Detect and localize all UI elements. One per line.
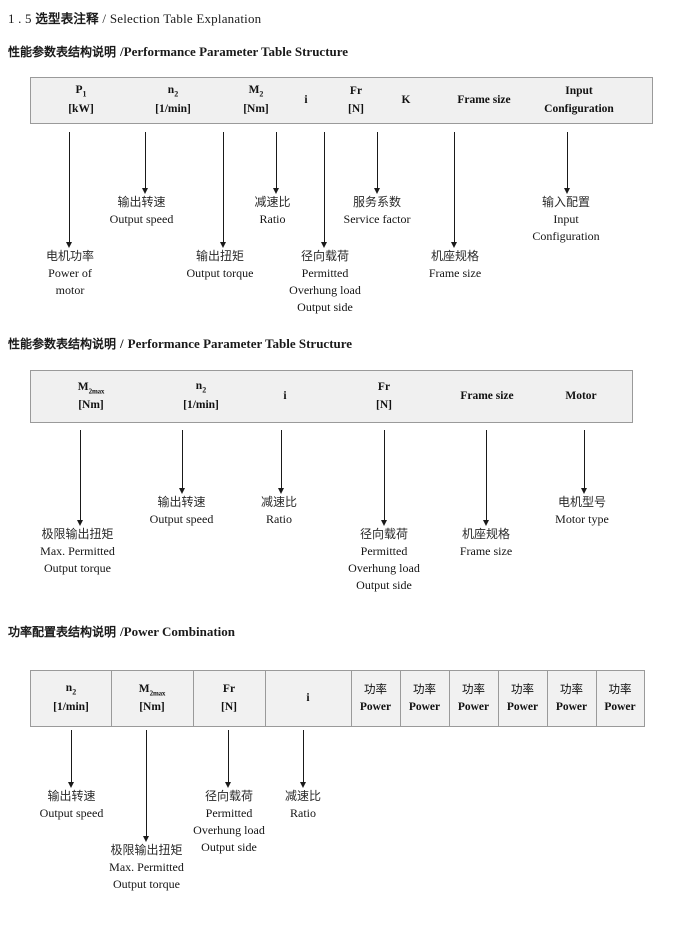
section-heading-power-combination: 功率配置表结构说明 /Power Combination: [8, 623, 235, 641]
annotation-output-torque: 输出扭矩 Output torque: [186, 249, 254, 281]
annotation-input-configuration: 输入配置 Input Configuration: [532, 195, 600, 244]
table1-col-i: i: [304, 93, 308, 106]
table1-col-p1: P1 [kW]: [68, 84, 94, 115]
arrow-to-frame-size-2: [482, 430, 491, 526]
arrow-to-output-torque: [219, 132, 228, 248]
table1-col-frame-size: Frame size: [457, 93, 511, 106]
table2-col-frame-size: Frame size: [460, 389, 514, 402]
section-heading-performance-2: 性能参数表结构说明 / Performance Parameter Table …: [8, 335, 352, 353]
table1-col-k: K: [401, 93, 411, 106]
arrow-to-ratio: [272, 132, 281, 194]
table3-col-power-4: 功率 Power: [506, 681, 539, 713]
table2-col-n2: n2 [1/min]: [183, 380, 219, 411]
arrow-to-permitted-overhung-load: [320, 132, 329, 248]
heading-en: Performance Parameter Table Structure: [123, 44, 349, 59]
annotation-max-permitted-output-torque-3: 极限输出扭矩 Max. Permitted Output torque: [109, 843, 184, 892]
annotation-ratio: 减速比 Ratio: [254, 195, 291, 227]
table1-col-fr: Fr [N]: [348, 84, 364, 115]
section-title-cn: 选型表注释: [35, 11, 99, 26]
table1-col-input-configuration: Input Configuration: [544, 84, 614, 115]
arrow-to-permitted-overhung-load-2: [380, 430, 389, 526]
table3-col-m2max: M2max [Nm]: [138, 682, 166, 713]
table3-col-power-5: 功率 Power: [555, 681, 588, 713]
annotation-output-speed: 输出转速 Output speed: [109, 195, 174, 227]
power-combination-table: n2 [1/min] M2max [Nm] Fr [N] i 功率 Power …: [30, 670, 645, 727]
annotation-output-speed-2: 输出转速 Output speed: [149, 495, 214, 527]
heading-sep: /: [120, 336, 124, 351]
arrow-to-frame-size: [450, 132, 459, 248]
table3-col-power-2: 功率 Power: [408, 681, 441, 713]
heading-cn: 功率配置表结构说明: [8, 625, 117, 639]
annotation-output-speed-3: 输出转速 Output speed: [39, 789, 104, 821]
table3-col-power-6: 功率 Power: [604, 681, 636, 713]
performance-parameter-table-1: P1 [kW] n2 [1/min] M2 [Nm] i Fr [N] K Fr…: [30, 77, 653, 124]
arrow-to-permitted-overhung-load-3: [224, 730, 233, 788]
arrow-to-output-speed-3: [67, 730, 76, 788]
heading-en: Power Combination: [123, 624, 235, 639]
table3-col-fr: Fr [N]: [221, 682, 237, 713]
table2-col-i: i: [283, 389, 287, 402]
arrow-to-max-permitted-output-torque: [76, 430, 85, 526]
table2-col-motor: Motor: [565, 389, 597, 402]
table2-col-m2max: M2max [Nm]: [77, 380, 105, 411]
arrow-to-output-speed-2: [178, 430, 187, 494]
heading-en: Performance Parameter Table Structure: [127, 336, 353, 351]
annotation-frame-size-2: 机座规格 Frame size: [459, 527, 513, 559]
arrow-to-input-configuration: [563, 132, 572, 194]
arrow-to-motor-type: [580, 430, 589, 494]
arrow-to-ratio-3: [299, 730, 308, 788]
table1-col-n2: n2 [1/min]: [155, 84, 191, 115]
annotation-permitted-overhung-load: 径向载荷 Permitted Overhung load Output side: [289, 249, 361, 315]
annotation-ratio-3: 减速比 Ratio: [284, 789, 321, 821]
annotation-service-factor: 服务系数 Service factor: [343, 195, 411, 227]
section-title-en: Selection Table Explanation: [109, 11, 262, 26]
arrow-to-ratio-2: [277, 430, 286, 494]
table3-col-power-1: 功率 Power: [359, 681, 392, 713]
table3-col-n2: n2 [1/min]: [53, 682, 89, 713]
arrow-to-output-speed: [141, 132, 150, 194]
heading-cn: 性能参数表结构说明: [8, 45, 117, 59]
section-number: 1 . 5: [8, 11, 32, 26]
annotation-ratio-2: 减速比 Ratio: [260, 495, 297, 527]
table3-col-power-3: 功率 Power: [457, 681, 490, 713]
table3-col-i: i: [306, 691, 310, 704]
section-title-separator: /: [102, 11, 107, 26]
arrow-to-power-of-motor: [65, 132, 74, 248]
arrow-to-service-factor: [373, 132, 382, 194]
annotation-max-permitted-output-torque: 极限输出扭矩 Max. Permitted Output torque: [40, 527, 115, 576]
heading-sep: /: [120, 624, 124, 639]
heading-cn: 性能参数表结构说明: [8, 337, 117, 351]
annotation-frame-size: 机座规格 Frame size: [428, 249, 482, 281]
annotation-motor-type: 电机型号 Motor type: [555, 495, 609, 527]
annotation-permitted-overhung-load-2: 径向载荷 Permitted Overhung load Output side: [348, 527, 420, 593]
table1-col-m2: M2 [Nm]: [243, 84, 269, 115]
page-title: 1 . 5 选型表注释 / Selection Table Explanatio…: [8, 8, 261, 27]
heading-sep: /: [120, 44, 124, 59]
annotation-permitted-overhung-load-3: 径向载荷 Permitted Overhung load Output side: [193, 789, 265, 855]
performance-parameter-table-2: M2max [Nm] n2 [1/min] i Fr [N] Frame siz…: [30, 370, 633, 423]
table2-col-fr: Fr [N]: [376, 380, 392, 411]
section-heading-performance-1: 性能参数表结构说明 /Performance Parameter Table S…: [8, 43, 348, 61]
annotation-power-of-motor: 电机功率 Power of motor: [45, 249, 94, 298]
arrow-to-max-permitted-output-torque-3: [142, 730, 151, 842]
